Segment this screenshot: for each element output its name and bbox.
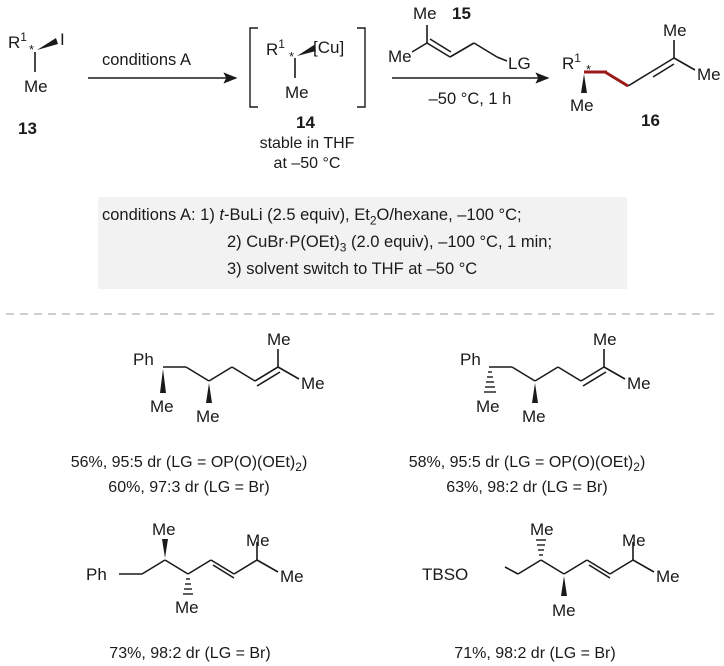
methyl-label: Me (697, 65, 721, 84)
methyl-label: Me (24, 77, 48, 96)
tbso-label: TBSO (422, 565, 468, 584)
hashed-bond (536, 539, 546, 556)
phenyl-label: Ph (86, 565, 107, 584)
wedge-bond (297, 45, 316, 56)
copper-label: [Cu] (313, 38, 344, 57)
wedge-bond (163, 367, 186, 376)
example-4-yield: 71%, 98:2 dr (LG = Br) (454, 645, 616, 662)
methyl-label: Me (150, 397, 174, 416)
stereo-star: * (29, 42, 34, 57)
conditions-line-1: conditions A: 1) t-BuLi (2.5 equiv), Et2… (102, 206, 522, 228)
methyl-label: Me (301, 374, 325, 393)
methyl-label: Me (570, 96, 594, 115)
methyl-label: Me (593, 330, 617, 349)
example-2-structure (489, 349, 626, 387)
methyl-label: Me (196, 407, 220, 426)
methyl-label: Me (413, 4, 437, 23)
methyl-label: Me (627, 374, 651, 393)
methyl-label: Me (663, 21, 687, 40)
example-2-yield-line-2: 63%, 98:2 dr (LG = Br) (446, 479, 608, 496)
r-group: R1 (562, 51, 581, 73)
hashed-bond (484, 371, 496, 393)
phenyl-label: Ph (133, 350, 154, 369)
stability-note-line2: at –50 °C (274, 155, 341, 172)
bracket-right (357, 27, 366, 108)
wedge-bond (160, 369, 166, 393)
methyl-label: Me (552, 601, 576, 620)
wedge-bond (206, 383, 212, 403)
methyl-label: Me (267, 330, 291, 349)
iodide-atom: I (60, 30, 65, 49)
example-1-yield-line-1: 56%, 95:5 dr (LG = OP(O)(OEt)2) (70, 454, 308, 475)
methyl-label: Me (280, 567, 304, 586)
compound-15 (411, 25, 508, 62)
arrow-label-temperature: –50 °C, 1 h (429, 90, 512, 108)
wedge-bond (561, 576, 567, 596)
methyl-label: Me (175, 598, 199, 617)
methyl-label: Me (388, 47, 412, 66)
example-1-yield-line-2: 60%, 97:3 dr (LG = Br) (108, 479, 270, 496)
conditions-box: conditions A: 1) t-BuLi (2.5 equiv), Et2… (98, 197, 627, 289)
example-1-structure (185, 349, 300, 387)
r-group: R1 (266, 37, 285, 59)
stability-note-line1: stable in THF (260, 135, 355, 152)
compound-number-15: 15 (452, 4, 471, 23)
leaving-group-label: LG (508, 54, 531, 73)
example-3-structure (119, 542, 279, 579)
example-3-yield: 73%, 98:2 dr (LG = Br) (109, 645, 271, 662)
compound-16 (604, 40, 696, 87)
example-4-structure (504, 542, 655, 579)
compound-number-13: 13 (18, 119, 37, 138)
example-2-yield-line-1: 58%, 95:5 dr (LG = OP(O)(OEt)2) (408, 454, 646, 475)
wedge-bond (37, 38, 58, 50)
wedge-bond (532, 383, 538, 403)
conditions-line-2: 2) CuBr·P(OEt)3 (2.0 equiv), –100 °C, 1 … (227, 233, 553, 255)
compound-number-14: 14 (296, 113, 315, 132)
methyl-label: Me (656, 567, 680, 586)
compound-number-16: 16 (641, 111, 660, 130)
arrow-label-conditions: conditions A (102, 51, 191, 69)
bracket-left (249, 27, 258, 108)
stereo-star: * (586, 62, 591, 77)
methyl-label: Me (530, 520, 554, 539)
conditions-line-3: 3) solvent switch to THF at –50 °C (227, 260, 478, 278)
hashed-bond (183, 578, 193, 595)
stereo-star: * (289, 49, 294, 64)
methyl-label: Me (246, 531, 270, 550)
methyl-label: Me (522, 407, 546, 426)
wedge-bond (162, 539, 168, 558)
r-group: R1 (8, 30, 27, 52)
phenyl-label: Ph (460, 350, 481, 369)
methyl-label: Me (476, 397, 500, 416)
methyl-label: Me (285, 83, 309, 102)
new-bond-highlight (604, 70, 629, 88)
methyl-label: Me (622, 531, 646, 550)
wedge-bond (581, 74, 587, 93)
methyl-label: Me (152, 520, 176, 539)
